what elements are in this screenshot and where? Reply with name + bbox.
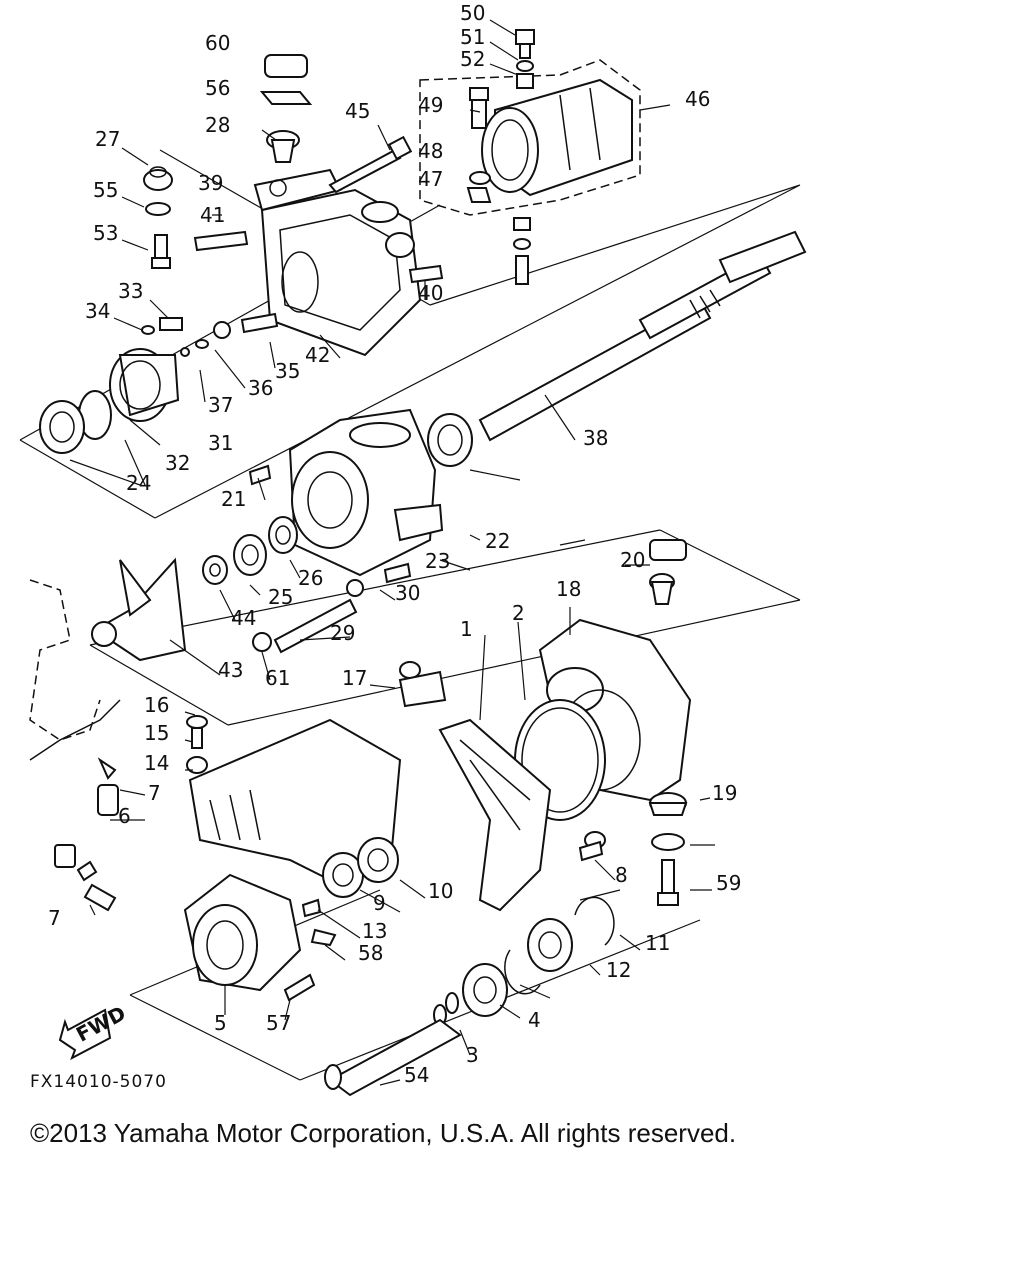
callout-26: 26	[298, 566, 323, 590]
callout-59: 59	[716, 871, 741, 895]
callout-55: 55	[93, 178, 118, 202]
callout-46: 46	[685, 87, 710, 111]
diagram-code: FX14010-5070	[30, 1072, 167, 1092]
callout-58: 58	[358, 941, 383, 965]
callout-11: 11	[645, 931, 670, 955]
callout-30: 30	[395, 581, 420, 605]
callout-28: 28	[205, 113, 230, 137]
callout-29: 29	[330, 621, 355, 645]
callout-21: 21	[221, 487, 246, 511]
exploded-parts-diagram: FWD 505152605649464528484727394155533334…	[19, 1, 807, 1097]
callout-37: 37	[208, 393, 233, 417]
callout-13: 13	[362, 919, 387, 943]
callout-39: 39	[198, 171, 223, 195]
callout-56: 56	[205, 76, 230, 100]
callout-45: 45	[345, 99, 370, 123]
impeller-43	[91, 557, 187, 662]
bearing-housing-5	[183, 873, 302, 992]
impeller-housing-22	[288, 408, 444, 577]
callout-22: 22	[485, 529, 510, 553]
left-hull-outline	[29, 579, 121, 761]
shaft-3	[324, 1018, 462, 1097]
callout-19: 19	[712, 781, 737, 805]
callout-57: 57	[266, 1011, 291, 1035]
callout-40: 40	[418, 281, 443, 305]
callout-7-b: 7	[48, 906, 61, 930]
callout-61: 61	[265, 666, 290, 690]
fwd-arrow-icon: FWD	[58, 1001, 130, 1061]
bolt-45	[328, 135, 413, 194]
callout-23: 23	[425, 549, 450, 573]
callout-52: 52	[460, 47, 485, 71]
callout-42: 42	[305, 343, 330, 367]
callout-36: 36	[248, 376, 273, 400]
callout-8: 8	[615, 863, 628, 887]
callout-41: 41	[200, 203, 225, 227]
callout-54: 54	[404, 1063, 429, 1087]
drive-shaft-38	[478, 230, 807, 442]
callout-3: 3	[466, 1043, 479, 1067]
cover-31	[109, 348, 180, 422]
callout-9: 9	[373, 891, 386, 915]
callout-47: 47	[418, 167, 443, 191]
callout-38: 38	[583, 426, 608, 450]
lower-small-parts	[54, 661, 688, 1002]
callout-5: 5	[214, 1011, 227, 1035]
callout-6: 6	[118, 804, 131, 828]
lower-bearings	[322, 837, 615, 1026]
callout-16: 16	[144, 693, 169, 717]
callout-25: 25	[268, 585, 293, 609]
callout-15: 15	[144, 721, 169, 745]
callout-44: 44	[231, 606, 256, 630]
middle-small-parts	[202, 464, 687, 654]
middle-frame	[89, 529, 801, 726]
callout-10: 10	[428, 879, 453, 903]
callout-7: 7	[148, 781, 161, 805]
callout-20: 20	[620, 548, 645, 572]
callout-33: 33	[118, 279, 143, 303]
callout-35: 35	[275, 359, 300, 383]
callout-53: 53	[93, 221, 118, 245]
callout-51: 51	[460, 25, 485, 49]
callout-48: 48	[418, 139, 443, 163]
callout-17: 17	[342, 666, 367, 690]
callout-50: 50	[460, 1, 485, 25]
callout-18: 18	[556, 577, 581, 601]
callout-60: 60	[205, 31, 230, 55]
leader-lines	[69, 19, 715, 1086]
copyright-notice: ©2013 Yamaha Motor Corporation, U.S.A. A…	[30, 1118, 737, 1148]
callout-31: 31	[208, 431, 233, 455]
callout-43: 43	[218, 658, 243, 682]
callout-1: 1	[460, 617, 473, 641]
callout-34: 34	[85, 299, 110, 323]
nozzle-dashed-group	[419, 59, 641, 216]
callout-49: 49	[418, 93, 443, 117]
intake-housing	[253, 168, 422, 357]
callout-32: 32	[165, 451, 190, 475]
callout-14: 14	[144, 751, 169, 775]
callout-2: 2	[512, 601, 525, 625]
callout-24: 24	[126, 471, 151, 495]
intake-grate-1	[438, 718, 552, 912]
upper-small-parts	[141, 29, 535, 357]
callout-27: 27	[95, 127, 120, 151]
bearings-24	[39, 400, 473, 467]
callout-4: 4	[528, 1008, 541, 1032]
callout-12: 12	[606, 958, 631, 982]
nozzle-46	[481, 78, 633, 197]
